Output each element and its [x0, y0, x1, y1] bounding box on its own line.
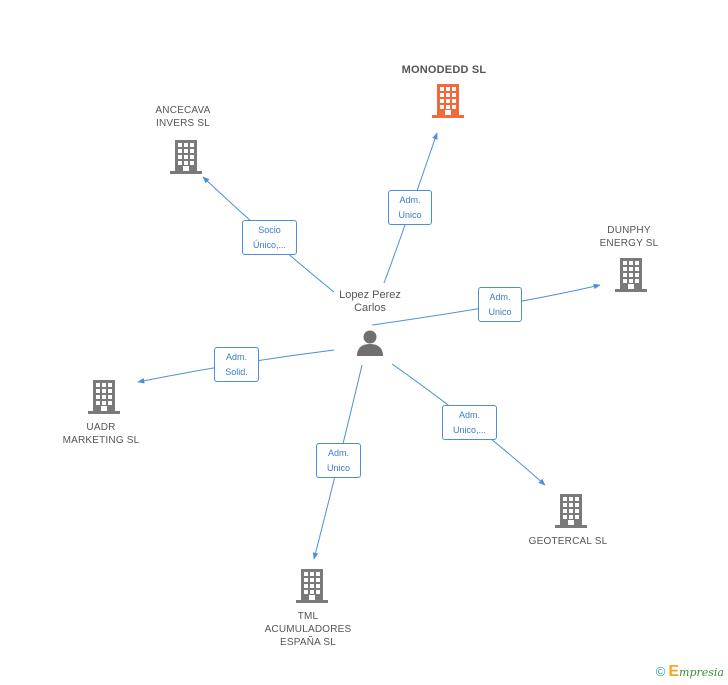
relation-box-ancecava[interactable]: Socio Único,...: [242, 220, 297, 255]
building-icon-monodedd[interactable]: [432, 84, 464, 118]
building-icon-dunphy[interactable]: [615, 258, 647, 292]
building-icon-tml[interactable]: [296, 569, 328, 603]
relation-box-monodedd[interactable]: Adm. Unico: [388, 190, 432, 225]
relation-box-dunphy[interactable]: Adm. Unico: [478, 287, 522, 322]
relation-box-geotercal[interactable]: Adm. Unico,...: [442, 405, 497, 440]
center-person-label[interactable]: Lopez Perez Carlos: [339, 289, 401, 314]
empresia-logo-initial: E: [668, 663, 680, 680]
copyright-symbol: ©: [655, 664, 666, 679]
building-icon-ancecava[interactable]: [170, 140, 202, 174]
company-label-geotercal[interactable]: GEOTERCAL SL: [528, 536, 608, 547]
empresia-logo-text: mpresia: [679, 666, 724, 679]
company-label-monodedd[interactable]: MONODEDD SL: [401, 64, 487, 76]
company-label-uadr[interactable]: UADR MARKETING SL: [62, 422, 140, 446]
footer-brand: ©Empresia: [656, 663, 724, 681]
building-icon-uadr[interactable]: [88, 380, 120, 414]
company-label-tml[interactable]: TML ACUMULADORES ESPAÑA SL: [264, 611, 352, 648]
relation-box-uadr[interactable]: Adm. Solid.: [214, 347, 259, 382]
building-icon-geotercal[interactable]: [555, 494, 587, 528]
company-label-ancecava[interactable]: ANCECAVA INVERS SL: [155, 105, 211, 129]
person-icon[interactable]: [355, 328, 385, 358]
company-label-dunphy[interactable]: DUNPHY ENERGY SL: [599, 225, 659, 249]
relation-box-tml[interactable]: Adm. Unico: [316, 443, 361, 478]
